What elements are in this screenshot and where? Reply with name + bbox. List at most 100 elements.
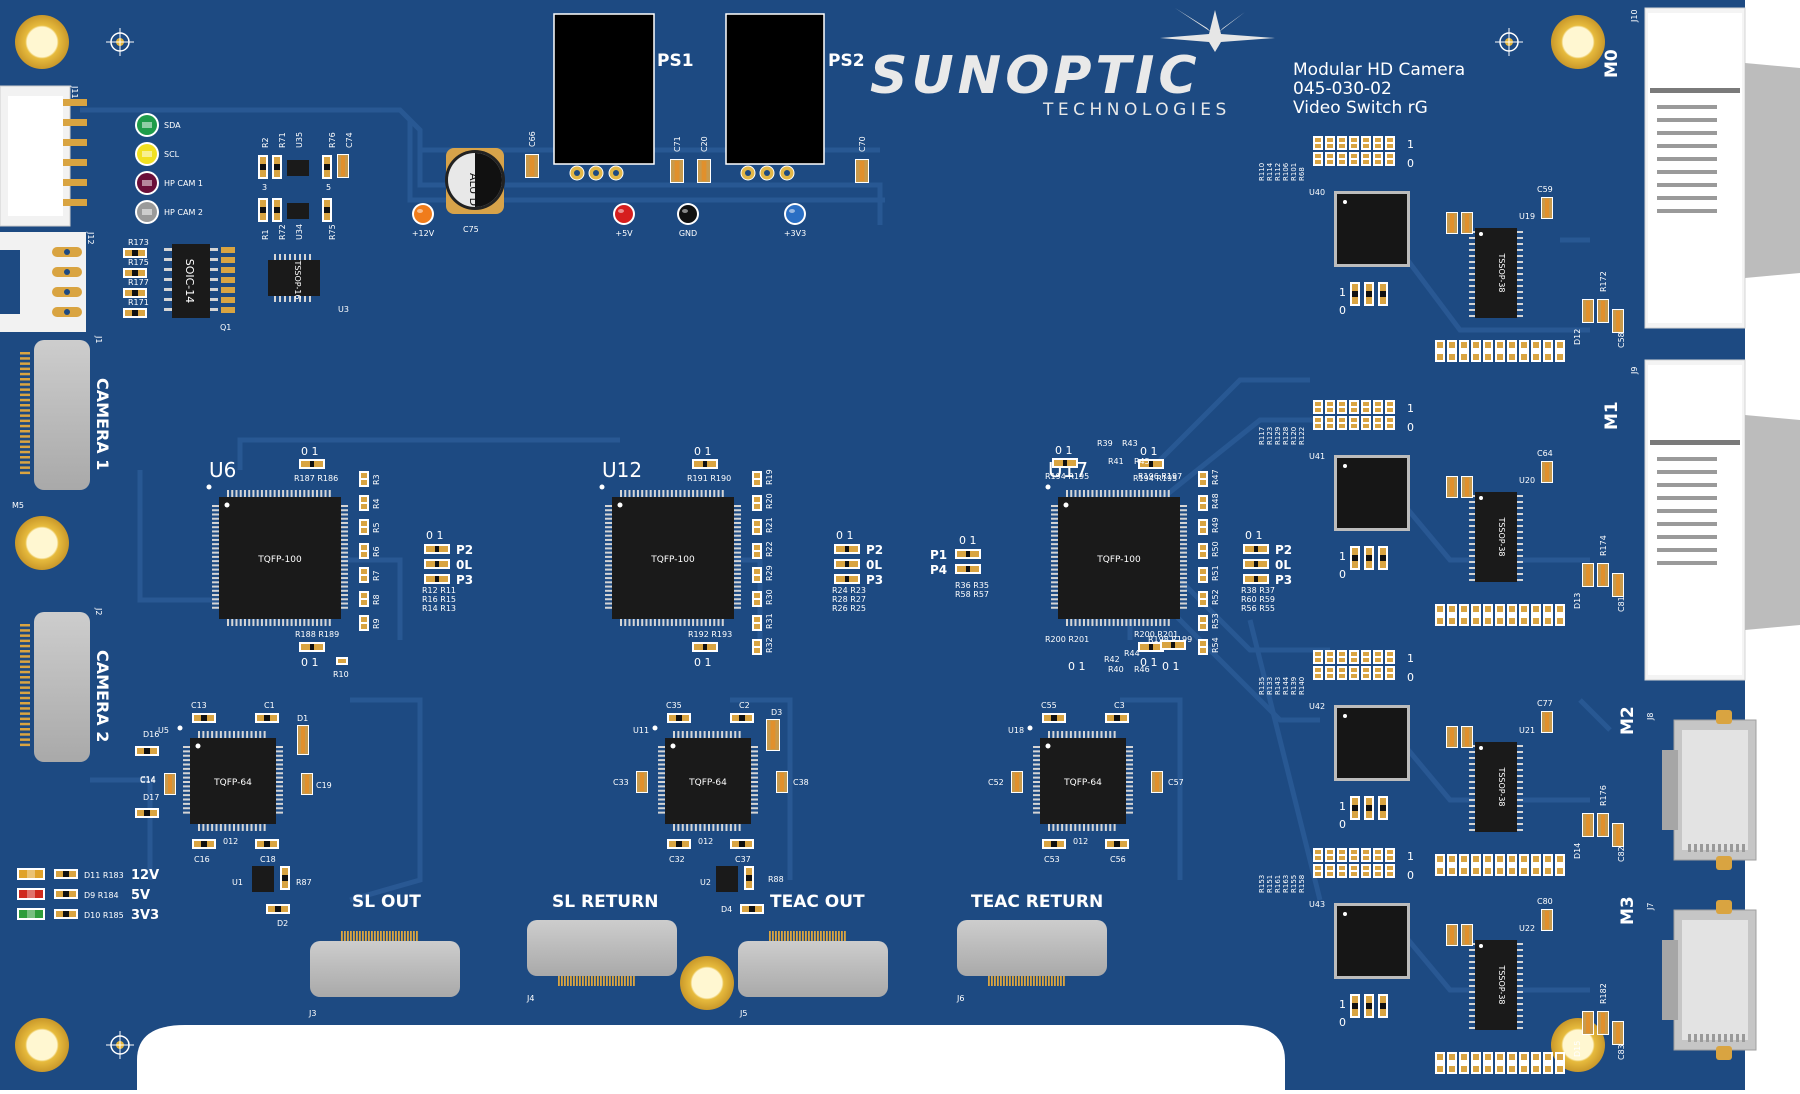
bank-outline bbox=[1483, 340, 1493, 362]
lead bbox=[1138, 490, 1141, 497]
pin bbox=[20, 456, 30, 459]
d2-diode bbox=[266, 904, 290, 914]
switch-refs: R12 R11 bbox=[422, 586, 456, 595]
lead bbox=[709, 619, 712, 626]
bank-one: 1 bbox=[1407, 402, 1414, 415]
lead bbox=[276, 802, 283, 805]
lead bbox=[649, 490, 652, 497]
j11-pad bbox=[63, 199, 87, 206]
bit-label: 0 bbox=[1339, 818, 1346, 831]
pin bbox=[386, 931, 388, 941]
connector-ref: J6 bbox=[956, 994, 964, 1003]
right-ref: R22 bbox=[765, 541, 774, 557]
pad bbox=[754, 569, 760, 574]
pad bbox=[1473, 354, 1479, 360]
bank-outline bbox=[1495, 604, 1505, 626]
lead bbox=[645, 490, 648, 497]
lead bbox=[304, 254, 306, 260]
pad bbox=[754, 521, 760, 526]
pin1-dot bbox=[195, 743, 201, 749]
lead bbox=[699, 731, 702, 738]
pin bbox=[579, 976, 581, 986]
pad bbox=[1339, 872, 1345, 876]
pad bbox=[1351, 144, 1357, 148]
lead bbox=[696, 490, 699, 497]
ps-pin-hole bbox=[593, 170, 599, 176]
connector-ref: J5 bbox=[739, 1009, 747, 1018]
switch-jumper bbox=[1243, 559, 1269, 569]
lead bbox=[605, 598, 612, 601]
pin bbox=[594, 976, 596, 986]
r-top-ref: R76 bbox=[328, 132, 337, 148]
cap-ref: C80 bbox=[1537, 897, 1553, 906]
pad bbox=[194, 715, 201, 721]
pin bbox=[20, 419, 30, 423]
lead bbox=[341, 538, 348, 541]
pin bbox=[621, 976, 623, 986]
bank-ref: R68 bbox=[1298, 167, 1306, 181]
pad bbox=[1339, 856, 1345, 860]
part-center bbox=[701, 161, 707, 181]
bank-outline bbox=[1507, 1052, 1517, 1074]
pad bbox=[1352, 811, 1358, 818]
pad bbox=[1545, 606, 1551, 612]
qfn-chip bbox=[1334, 191, 1410, 267]
pin bbox=[573, 976, 575, 986]
resistor-body bbox=[264, 841, 270, 847]
pin1-dot bbox=[1343, 912, 1347, 916]
chip-leads bbox=[1469, 231, 1523, 317]
pad bbox=[221, 307, 235, 313]
resistor-body bbox=[1380, 1003, 1386, 1009]
lead bbox=[1180, 551, 1187, 554]
pad bbox=[361, 504, 367, 509]
pad bbox=[1509, 868, 1515, 874]
right-ref: R9 bbox=[372, 618, 381, 629]
lead bbox=[658, 802, 665, 805]
bank-outline bbox=[1349, 848, 1359, 862]
pad bbox=[1363, 856, 1369, 860]
lead bbox=[1048, 731, 1050, 738]
bit-label: 0 bbox=[1339, 304, 1346, 317]
pad bbox=[1521, 354, 1527, 360]
pad bbox=[439, 561, 448, 567]
switch-refs: R60 R59 bbox=[1241, 595, 1275, 604]
pad bbox=[270, 841, 277, 847]
hdmi-pin bbox=[1712, 844, 1715, 852]
power-cap bbox=[670, 159, 684, 183]
lead bbox=[1180, 585, 1187, 588]
pad bbox=[1380, 811, 1386, 818]
tssop-ref: U22 bbox=[1519, 924, 1535, 933]
pad bbox=[1200, 648, 1206, 653]
lead bbox=[1180, 581, 1187, 584]
pin bbox=[20, 629, 30, 632]
lead bbox=[670, 490, 673, 497]
lead bbox=[681, 731, 684, 738]
pad bbox=[1200, 617, 1206, 622]
pad bbox=[694, 644, 703, 650]
pad bbox=[1315, 850, 1321, 854]
lead bbox=[1100, 824, 1103, 831]
chip-package-label: TQFP-64 bbox=[688, 778, 727, 788]
lead bbox=[208, 288, 218, 291]
pad bbox=[1497, 856, 1503, 862]
pin bbox=[20, 670, 30, 674]
lead bbox=[738, 731, 741, 738]
bank-zero: 0 bbox=[1407, 157, 1414, 170]
lead bbox=[1180, 589, 1187, 592]
r-top-ref: U35 bbox=[295, 132, 304, 148]
lead bbox=[1180, 547, 1187, 550]
bank-outline bbox=[1337, 400, 1347, 414]
lead bbox=[1469, 955, 1475, 957]
lead bbox=[1112, 490, 1115, 497]
lead bbox=[703, 824, 706, 831]
pad bbox=[268, 906, 275, 912]
lead bbox=[1078, 731, 1081, 738]
lead bbox=[183, 781, 190, 783]
j11-housing bbox=[8, 96, 63, 216]
lead bbox=[164, 258, 174, 261]
pin bbox=[588, 976, 590, 986]
pin bbox=[389, 931, 391, 941]
